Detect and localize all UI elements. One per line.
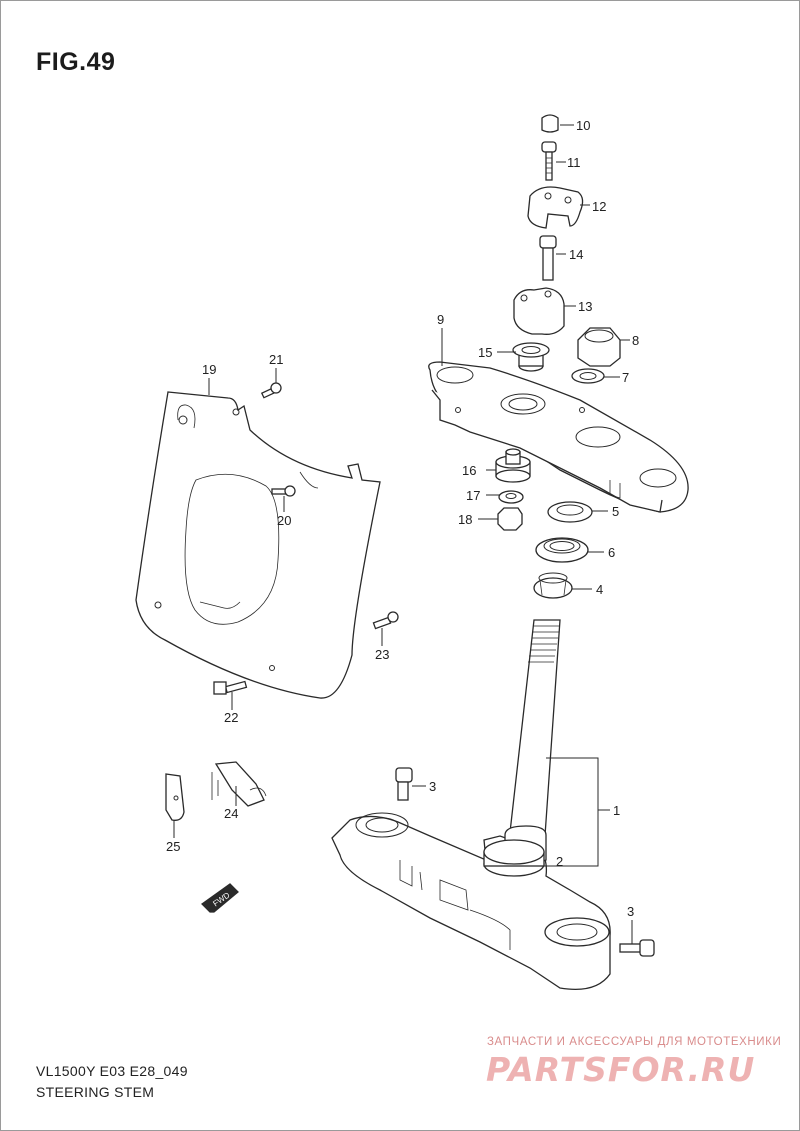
callout-20: 20 xyxy=(277,513,291,528)
nut-18[interactable] xyxy=(497,507,523,531)
leader-lines xyxy=(173,124,633,944)
callout-15: 15 xyxy=(478,345,492,360)
callout-12: 12 xyxy=(592,199,606,214)
callout-2: 2 xyxy=(556,854,563,869)
callout-18: 18 xyxy=(458,512,472,527)
callout-10: 10 xyxy=(576,118,590,133)
callout-1: 1 xyxy=(613,803,620,818)
callout-3-lower: 3 xyxy=(627,904,634,919)
section-name: STEERING STEM xyxy=(36,1084,155,1100)
model-code: VL1500Y E03 E28_049 xyxy=(36,1063,188,1079)
bushing-15[interactable] xyxy=(512,342,550,372)
holder-13[interactable] xyxy=(513,287,565,335)
bolt-3-lower[interactable] xyxy=(619,939,655,957)
bearing-6[interactable] xyxy=(535,537,589,563)
callout-19: 19 xyxy=(202,362,216,377)
headlight-cover-19[interactable] xyxy=(135,391,381,699)
callout-24: 24 xyxy=(224,806,238,821)
callout-11: 11 xyxy=(567,155,581,170)
callout-13: 13 xyxy=(578,299,592,314)
callout-22: 22 xyxy=(224,710,238,725)
bolt-22[interactable] xyxy=(213,680,248,695)
figure-title: FIG.49 xyxy=(36,48,116,76)
callout-16: 16 xyxy=(462,463,476,478)
steering-stem-1[interactable] xyxy=(331,619,611,991)
switch-24[interactable] xyxy=(211,761,267,807)
callout-labels: 10 11 12 14 13 15 8 7 9 16 17 18 5 6 4 1… xyxy=(166,118,639,919)
washer-17[interactable] xyxy=(498,490,524,504)
callout-17: 17 xyxy=(466,488,480,503)
callout-5: 5 xyxy=(612,504,619,519)
bolt-14[interactable] xyxy=(539,235,557,281)
callout-23: 23 xyxy=(375,647,389,662)
bolt-3-upper[interactable] xyxy=(395,767,413,801)
callout-21: 21 xyxy=(269,352,283,367)
callout-25: 25 xyxy=(166,839,180,854)
cap-10[interactable] xyxy=(541,114,559,133)
callout-7: 7 xyxy=(622,370,629,385)
callout-9: 9 xyxy=(437,312,444,327)
upper-bracket-9[interactable] xyxy=(428,361,689,513)
bolt-20[interactable] xyxy=(271,485,296,497)
callout-4: 4 xyxy=(596,582,603,597)
clip-25[interactable] xyxy=(165,773,185,821)
callout-8: 8 xyxy=(632,333,639,348)
bolt-23[interactable] xyxy=(372,611,399,630)
washer-7[interactable] xyxy=(571,368,605,384)
forward-arrow: FWD xyxy=(200,883,239,913)
watermark-brand: PARTSFOR.RU xyxy=(486,1050,756,1089)
bolt-11[interactable] xyxy=(541,141,557,181)
nut-8[interactable] xyxy=(577,327,621,367)
bearing-4[interactable] xyxy=(533,572,573,599)
lock-nut-5[interactable] xyxy=(547,501,593,523)
callout-14: 14 xyxy=(569,247,583,262)
callout-3-upper: 3 xyxy=(429,779,436,794)
clamp-12[interactable] xyxy=(527,186,584,229)
callout-6: 6 xyxy=(608,545,615,560)
watermark-tagline: ЗАПЧАСТИ И АКСЕССУАРЫ ДЛЯ МОТОТЕХНИКИ xyxy=(487,1036,782,1048)
bushing-16[interactable] xyxy=(495,448,531,483)
bolt-21[interactable] xyxy=(260,382,282,399)
